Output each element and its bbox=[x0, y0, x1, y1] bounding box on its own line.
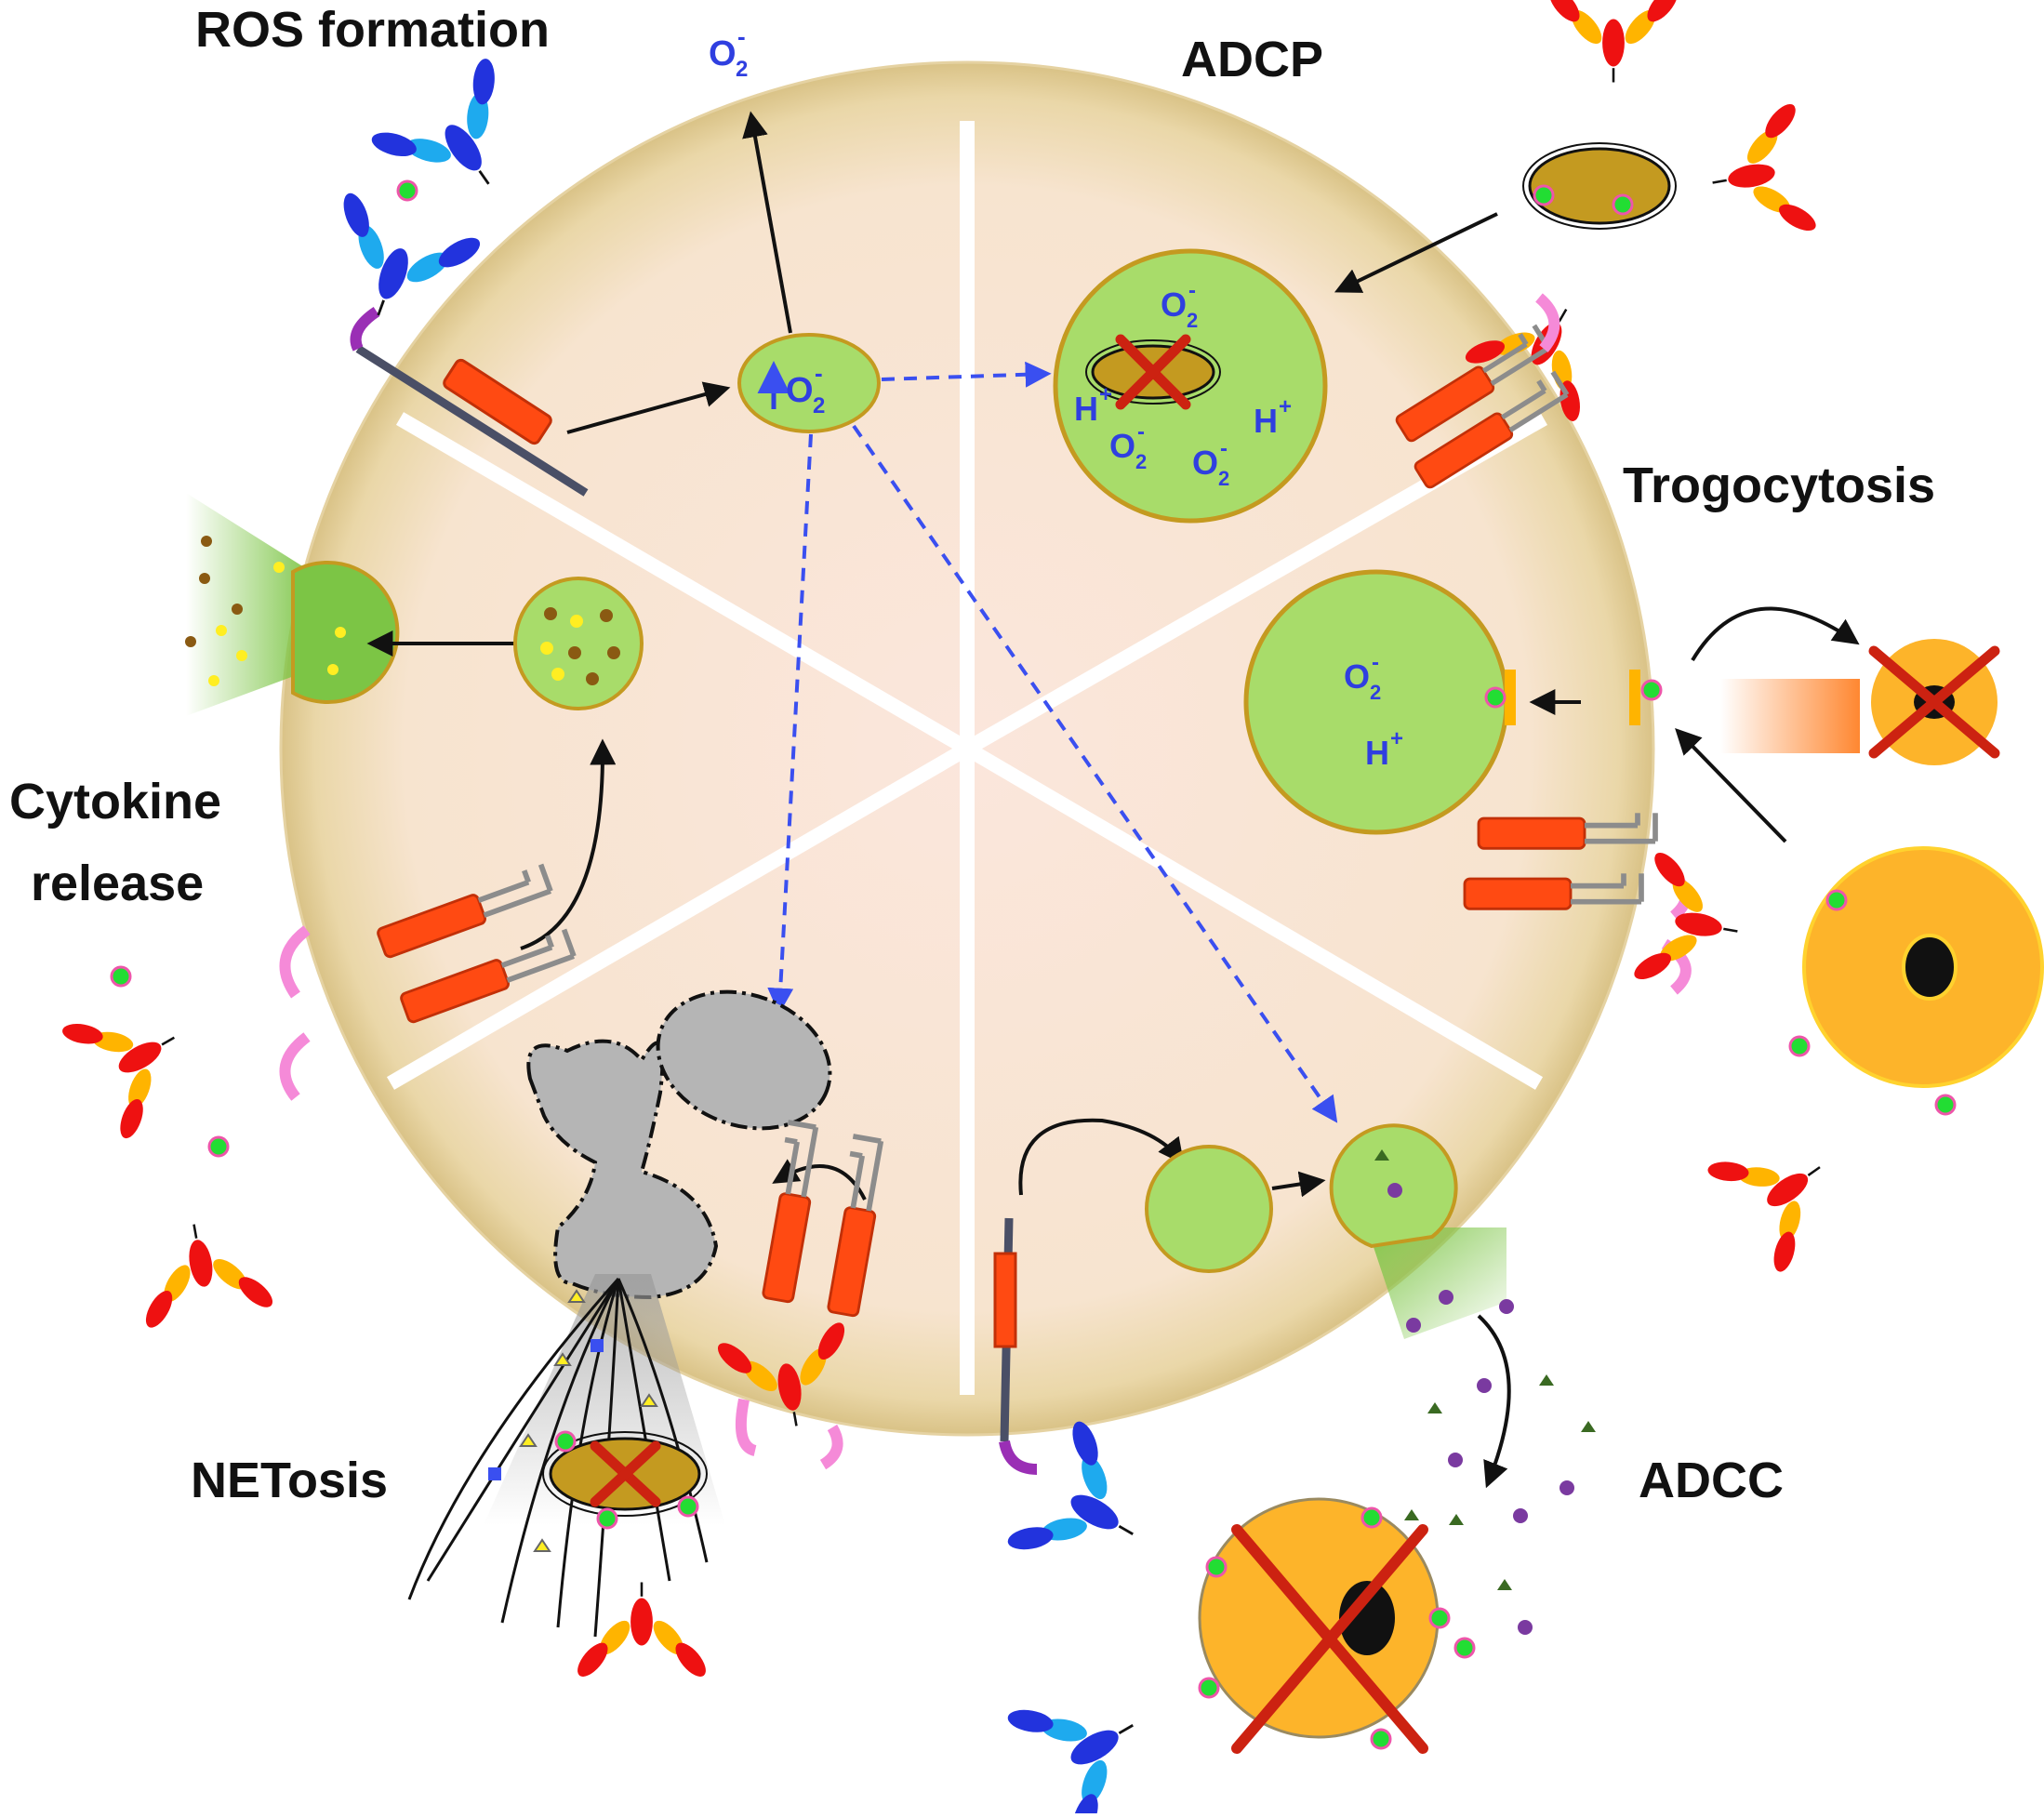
label-ros-formation: ROS formation bbox=[195, 2, 550, 58]
svg-text:2: 2 bbox=[736, 57, 748, 82]
netosis-panel bbox=[407, 989, 888, 1683]
sector-dividers bbox=[386, 121, 1547, 1395]
adcp-panel: O 2 - H + H + O 2 - O 2 - bbox=[1053, 0, 1825, 524]
label-netosis: NETosis bbox=[191, 1453, 388, 1508]
svg-text:2: 2 bbox=[813, 393, 825, 418]
cytokine-release-panel bbox=[52, 493, 644, 1336]
trogocytosis-panel: O 2 - H + bbox=[1243, 569, 2044, 1282]
ros-antigen bbox=[396, 179, 418, 202]
svg-text:H: H bbox=[1074, 390, 1098, 428]
svg-text:O: O bbox=[1161, 285, 1187, 324]
label-trogocytosis: Trogocytosis bbox=[1623, 458, 1935, 513]
svg-text:O: O bbox=[1109, 427, 1135, 465]
svg-text:2: 2 bbox=[1135, 450, 1147, 473]
svg-text:2: 2 bbox=[1187, 309, 1198, 332]
label-release: release bbox=[31, 856, 204, 911]
adcc-panel bbox=[993, 1118, 1596, 1818]
ros-formation-panel: O 2 - O 2 - bbox=[303, 22, 1338, 1123]
svg-text:-: - bbox=[1372, 650, 1379, 675]
svg-text:-: - bbox=[1188, 278, 1196, 303]
svg-text:-: - bbox=[815, 359, 823, 387]
adcp-bacterium bbox=[1528, 147, 1671, 225]
ros-antibody-2 bbox=[360, 46, 554, 231]
svg-text:O: O bbox=[786, 371, 814, 410]
svg-text:+: + bbox=[1279, 394, 1292, 419]
label-adcp: ADCP bbox=[1181, 32, 1323, 87]
svg-text:H: H bbox=[1254, 402, 1278, 440]
adcp-kill-cross bbox=[1115, 334, 1191, 410]
svg-text:H: H bbox=[1365, 734, 1389, 772]
net-releasing-nucleus bbox=[526, 1039, 719, 1300]
label-adcc: ADCC bbox=[1639, 1453, 1784, 1508]
svg-text:O: O bbox=[1344, 657, 1370, 696]
svg-text:+: + bbox=[1390, 726, 1403, 751]
svg-text:2: 2 bbox=[1370, 681, 1381, 704]
svg-text:-: - bbox=[737, 22, 746, 50]
ros-receptor bbox=[443, 358, 552, 445]
svg-text:-: - bbox=[1220, 436, 1228, 461]
svg-text:-: - bbox=[1137, 419, 1145, 445]
svg-text:2: 2 bbox=[1218, 467, 1229, 490]
label-cytokine: Cytokine bbox=[9, 774, 221, 829]
cytokine-granule bbox=[513, 577, 644, 710]
adcc-granule-1 bbox=[1145, 1145, 1273, 1273]
svg-text:O: O bbox=[709, 34, 737, 73]
svg-text:+: + bbox=[1099, 382, 1112, 407]
svg-text:O: O bbox=[1192, 444, 1218, 482]
adcc-granzymes bbox=[1387, 1183, 1574, 1635]
